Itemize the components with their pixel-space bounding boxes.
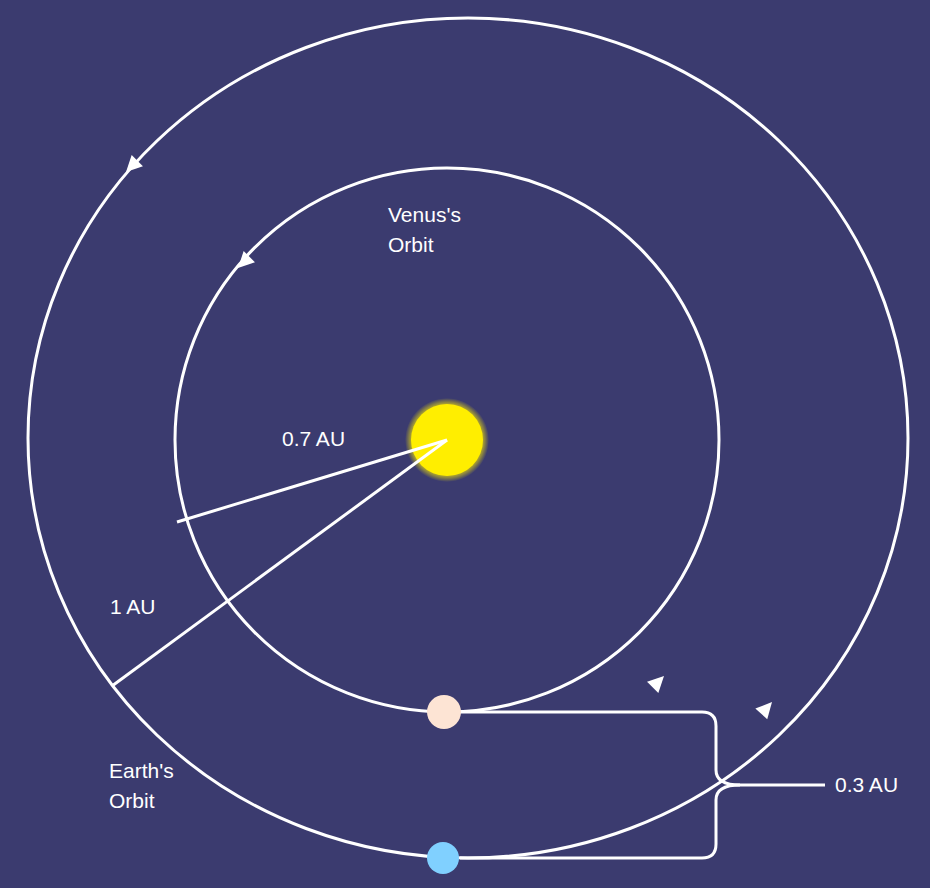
distance-label: 1 AU [110, 592, 200, 622]
distance-label: 0.3 AU [835, 770, 925, 800]
earth-orbit [28, 18, 908, 858]
orbit-arrows [120, 155, 778, 719]
venus-radius [177, 440, 447, 522]
earth-radius [112, 440, 447, 686]
distance-label: 0.7 AU [282, 424, 392, 454]
venus-planet [427, 695, 461, 729]
distance-bracket [460, 712, 825, 858]
orbit-label: Venus's Orbit [388, 200, 508, 261]
orbit-label: Earth's Orbit [109, 756, 219, 817]
earth-planet [427, 842, 459, 874]
